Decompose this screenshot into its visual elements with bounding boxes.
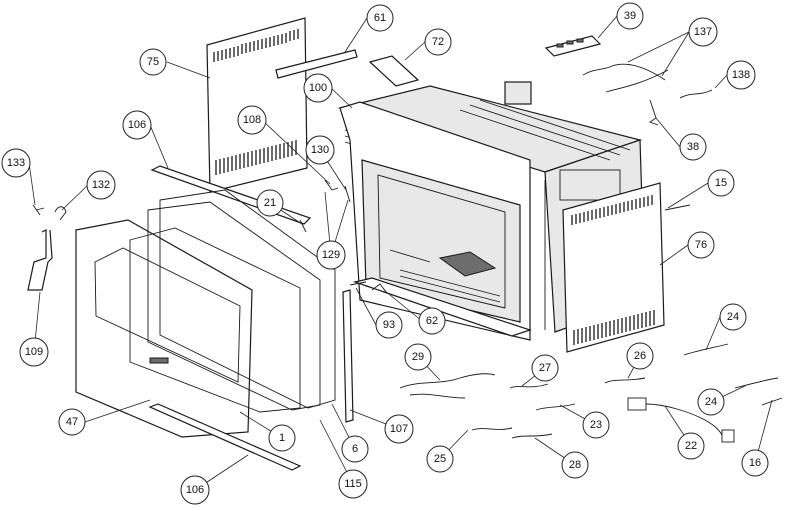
svg-text:72: 72 — [432, 36, 444, 48]
part-21-screw — [299, 219, 307, 233]
callout-47: 47 — [58, 408, 86, 436]
callout-106-top: 106 — [122, 110, 152, 140]
svg-text:100: 100 — [309, 82, 327, 94]
callout-115: 115 — [338, 469, 368, 499]
part-47-glass-door — [75, 219, 253, 438]
part-109-handle — [27, 229, 53, 291]
svg-text:62: 62 — [426, 315, 438, 327]
callout-107: 107 — [384, 414, 414, 444]
part-132-clip — [54, 206, 67, 221]
svg-text:1: 1 — [279, 432, 285, 444]
svg-text:6: 6 — [352, 443, 358, 455]
svg-text:22: 22 — [685, 440, 697, 452]
svg-text:76: 76 — [695, 239, 707, 251]
callout-72: 72 — [424, 28, 452, 56]
callout-137: 137 — [688, 17, 718, 47]
svg-text:25: 25 — [434, 453, 446, 465]
svg-text:23: 23 — [590, 419, 602, 431]
callout-138: 138 — [726, 60, 756, 90]
callout-106-bottom: 106 — [180, 475, 210, 505]
callout-21: 21 — [256, 189, 284, 217]
part-61-bracket — [275, 49, 358, 79]
svg-text:138: 138 — [732, 69, 750, 81]
callout-24-top: 24 — [719, 303, 747, 331]
callout-23: 23 — [582, 411, 610, 439]
callout-108: 108 — [237, 105, 267, 135]
callout-133: 133 — [1, 148, 31, 178]
callout-15: 15 — [707, 169, 735, 197]
svg-text:26: 26 — [634, 350, 646, 362]
part-107-strip — [342, 289, 354, 423]
svg-text:16: 16 — [749, 457, 761, 469]
callout-27: 27 — [531, 354, 559, 382]
svg-text:130: 130 — [311, 144, 329, 156]
callout-28: 28 — [561, 451, 589, 479]
svg-text:109: 109 — [25, 346, 43, 358]
part-1-door-frame — [129, 227, 301, 413]
svg-text:106: 106 — [128, 119, 146, 131]
svg-text:21: 21 — [264, 197, 276, 209]
callout-62: 62 — [418, 307, 446, 335]
svg-text:106: 106 — [186, 484, 204, 496]
svg-text:93: 93 — [383, 319, 395, 331]
callout-22: 22 — [677, 432, 705, 460]
callout-24-lower: 24 — [697, 388, 725, 416]
part-6-seal — [159, 189, 336, 409]
part-38-sensor — [649, 99, 659, 126]
callout-6: 6 — [341, 435, 369, 463]
leader-lines — [28, 15, 773, 491]
callout-25: 25 — [426, 445, 454, 473]
svg-text:132: 132 — [92, 179, 110, 191]
part-93-screw — [349, 281, 367, 286]
svg-text:75: 75 — [147, 56, 159, 68]
svg-text:133: 133 — [7, 157, 25, 169]
svg-text:29: 29 — [412, 351, 424, 363]
part-72-plate — [368, 55, 420, 87]
callout-109: 109 — [19, 337, 49, 367]
part-138-cable — [679, 89, 713, 99]
svg-text:24: 24 — [727, 311, 739, 323]
svg-text:27: 27 — [539, 362, 551, 374]
part-106-bottom-rail — [148, 403, 302, 471]
callout-76: 76 — [687, 231, 715, 259]
callout-39: 39 — [616, 2, 644, 30]
svg-text:38: 38 — [687, 141, 699, 153]
callout-1: 1 — [268, 424, 296, 452]
svg-text:15: 15 — [715, 177, 727, 189]
part-75-rear-panel — [206, 17, 308, 193]
svg-text:39: 39 — [624, 10, 636, 22]
callout-38: 38 — [679, 133, 707, 161]
callout-130: 130 — [305, 135, 335, 165]
callout-75: 75 — [139, 48, 167, 76]
part-62-bracket — [371, 283, 387, 293]
part-39-remote-control — [544, 35, 602, 57]
svg-text:115: 115 — [344, 478, 362, 490]
svg-text:24: 24 — [705, 396, 717, 408]
svg-text:108: 108 — [243, 114, 261, 126]
wiring-harnesses — [399, 204, 783, 443]
part-108-hardware — [324, 179, 339, 191]
callout-100: 100 — [303, 73, 333, 103]
part-130-hardware — [344, 185, 351, 203]
callout-29: 29 — [404, 343, 432, 371]
callout-26: 26 — [626, 342, 654, 370]
part-137-cable — [582, 63, 669, 93]
callout-129: 129 — [316, 240, 346, 270]
part-133-screw — [32, 204, 45, 216]
svg-text:107: 107 — [390, 423, 408, 435]
svg-text:137: 137 — [694, 26, 712, 38]
callout-132: 132 — [86, 170, 116, 200]
part-76-side-panel — [562, 182, 665, 353]
part-115-gasket — [147, 201, 321, 411]
callout-61: 61 — [366, 4, 394, 32]
svg-text:129: 129 — [322, 249, 340, 261]
callout-16: 16 — [741, 449, 769, 477]
callout-93: 93 — [375, 311, 403, 339]
svg-text:47: 47 — [66, 416, 78, 428]
svg-text:28: 28 — [569, 459, 581, 471]
svg-text:61: 61 — [374, 12, 386, 24]
